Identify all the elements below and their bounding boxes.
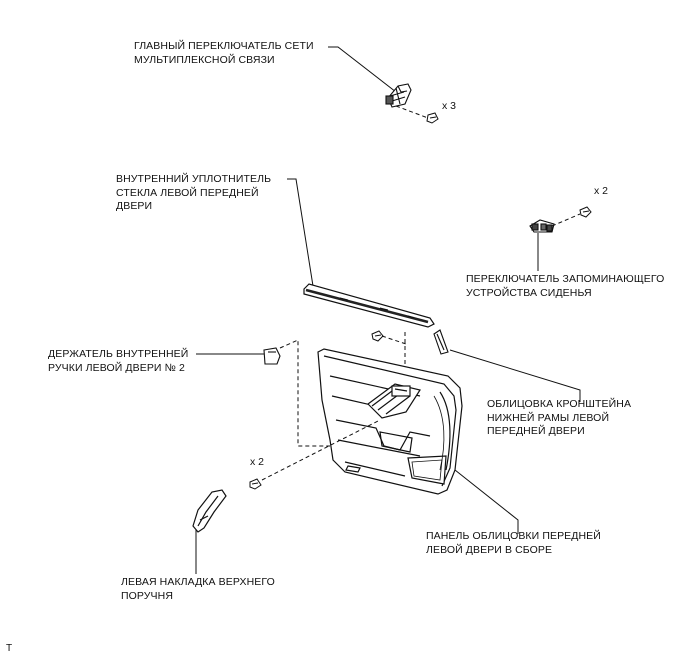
corner-mark: T	[6, 643, 13, 654]
screw-trim-top	[371, 330, 407, 345]
armrest-cover-part	[192, 489, 227, 533]
leader-main-switch	[328, 46, 397, 93]
leader-frame-garnish	[449, 349, 581, 402]
weatherstrip-part	[303, 283, 435, 328]
trim-board-part	[317, 348, 463, 495]
screw-main-switch	[395, 105, 439, 124]
memory-switch-part	[529, 219, 555, 233]
leader-weatherstrip	[287, 178, 314, 287]
screw-memory-switch	[551, 206, 592, 227]
alignment-lines	[279, 332, 406, 447]
main-switch-part	[385, 83, 412, 108]
label-frame-garnish: ОБЛИЦОВКА КРОНШТЕЙНА НИЖНЕЙ РАМЫ ЛЕВОЙ П…	[487, 398, 632, 437]
frame-bracket-garnish-part	[433, 329, 449, 355]
label-main-switch: ГЛАВНЫЙ ПЕРЕКЛЮЧАТЕЛЬ СЕТИ МУЛЬТИПЛЕКСНО…	[134, 40, 314, 66]
leader-trim-board	[454, 469, 519, 534]
qty-main-switch-screws: x 3	[442, 100, 457, 112]
qty-memory-switch-screws: x 2	[594, 185, 609, 197]
screw-trim-lower	[249, 419, 381, 490]
label-armrest-cover: ЛЕВАЯ НАКЛАДКА ВЕРХНЕГО ПОРУЧНЯ	[121, 576, 275, 602]
label-trim-board: ПАНЕЛЬ ОБЛИЦОВКИ ПЕРЕДНЕЙ ЛЕВОЙ ДВЕРИ В …	[426, 530, 601, 556]
label-memory-switch: ПЕРЕКЛЮЧАТЕЛЬ ЗАПОМИНАЮЩЕГО УСТРОЙСТВА С…	[466, 273, 665, 299]
qty-trim-screws: x 2	[250, 456, 265, 468]
label-handle-bezel: ДЕРЖАТЕЛЬ ВНУТРЕННЕЙ РУЧКИ ЛЕВОЙ ДВЕРИ №…	[48, 348, 189, 374]
label-weatherstrip: ВНУТРЕННИЙ УПЛОТНИТЕЛЬ СТЕКЛА ЛЕВОЙ ПЕРЕ…	[116, 173, 272, 212]
handle-bezel-part	[263, 347, 281, 365]
